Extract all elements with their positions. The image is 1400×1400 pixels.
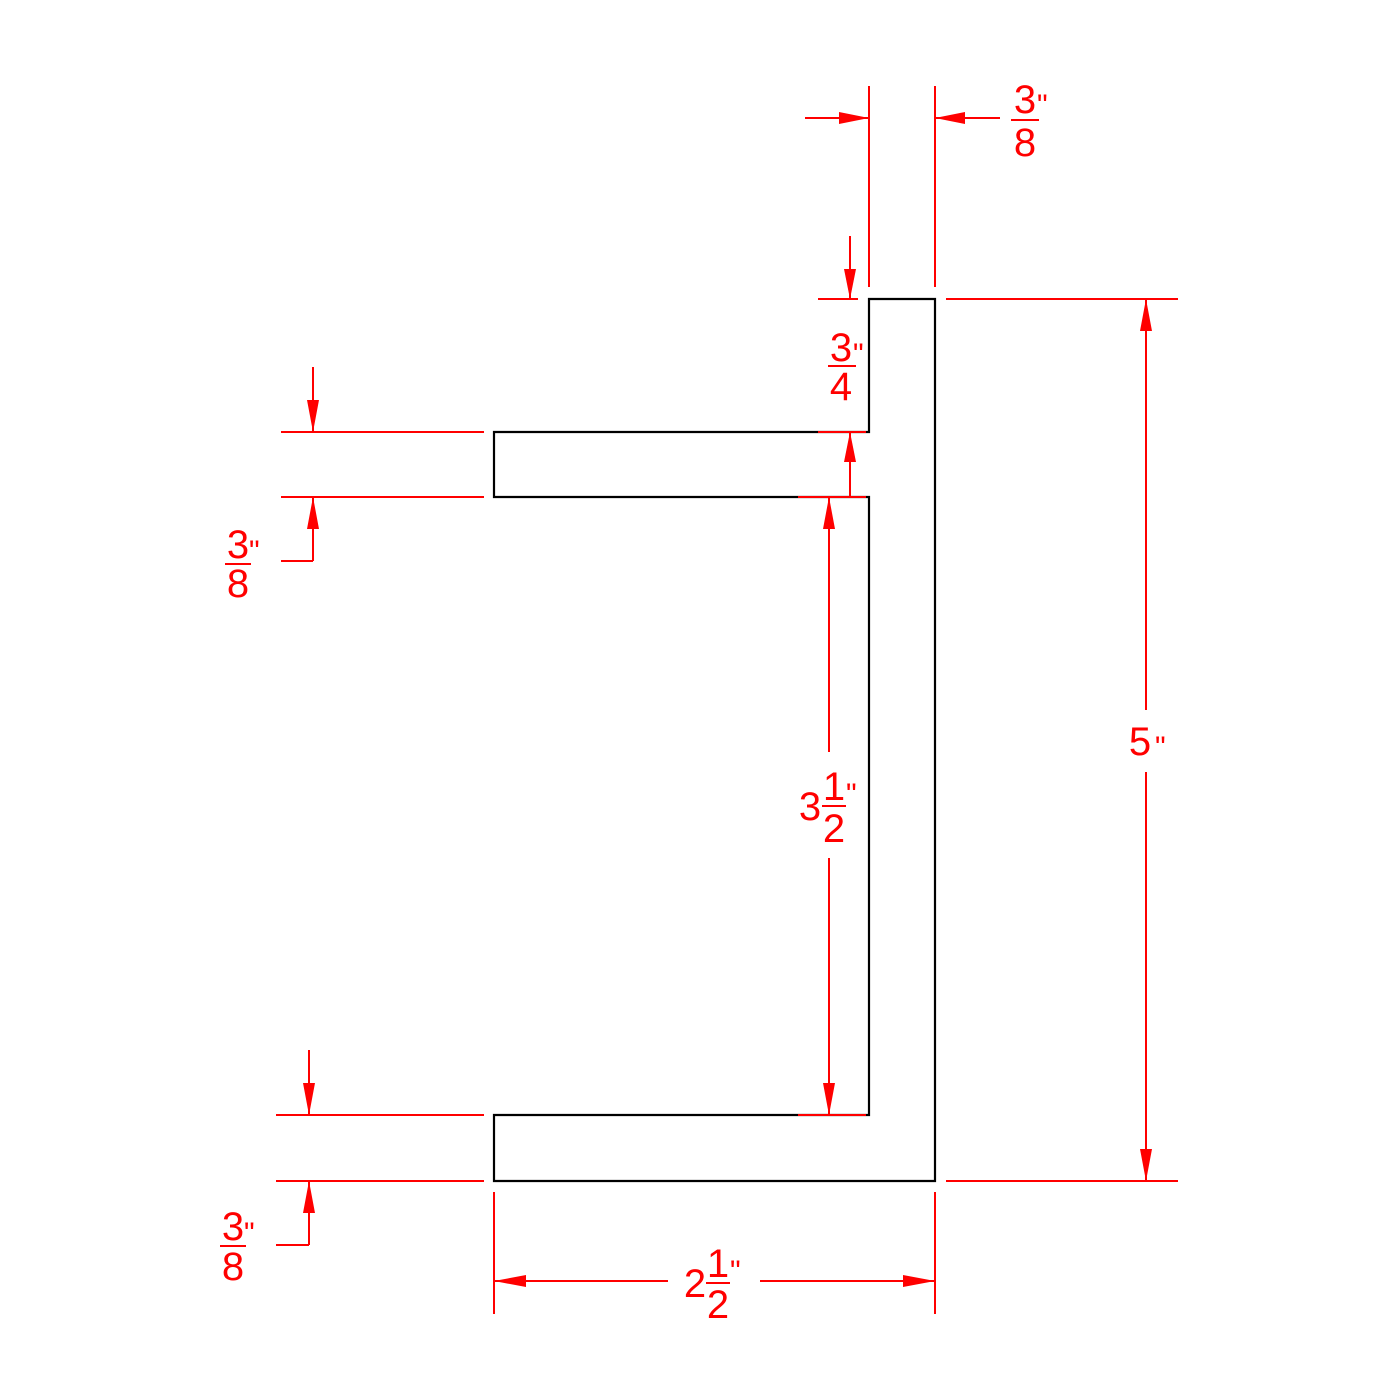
dim-numerator: 1 <box>823 765 845 809</box>
dim-numerator: 3 <box>227 523 249 567</box>
dim-overall-width: 2 1 2 " <box>493 1192 936 1327</box>
dim-denominator: 8 <box>227 562 249 606</box>
dim-unit: " <box>249 535 260 568</box>
dim-whole: 2 <box>684 1262 706 1306</box>
dim-denominator: 4 <box>830 365 852 409</box>
dim-lower-flange: 3 8 " <box>220 1050 484 1289</box>
dim-numerator: 1 <box>707 1242 729 1286</box>
dim-numerator: 3 <box>222 1205 244 1249</box>
dim-numerator: 3 <box>1014 78 1036 122</box>
dim-whole: 3 <box>799 785 821 829</box>
dim-unit: " <box>730 1255 741 1288</box>
dim-offset: 3 4 " <box>798 236 866 498</box>
dim-denominator: 8 <box>1014 121 1036 165</box>
dim-unit: " <box>846 778 857 811</box>
dim-inner-height: 3 1 2 " <box>798 497 866 1116</box>
dim-denominator: 2 <box>823 807 845 851</box>
dim-value: 5 <box>1129 720 1151 764</box>
dim-upper-flange: 3 8 " <box>225 367 484 606</box>
dim-denominator: 8 <box>222 1245 244 1289</box>
dim-overall-height: 5 " <box>946 298 1178 1182</box>
dim-top-thickness: 3 8 " <box>805 78 1048 287</box>
dim-numerator: 3 <box>830 326 852 370</box>
dim-unit: " <box>1155 731 1166 764</box>
dim-denominator: 2 <box>707 1283 729 1327</box>
profile-outline <box>492 297 937 1183</box>
dim-unit: " <box>1037 89 1048 122</box>
dim-unit: " <box>853 338 864 371</box>
dim-unit: " <box>244 1217 255 1250</box>
